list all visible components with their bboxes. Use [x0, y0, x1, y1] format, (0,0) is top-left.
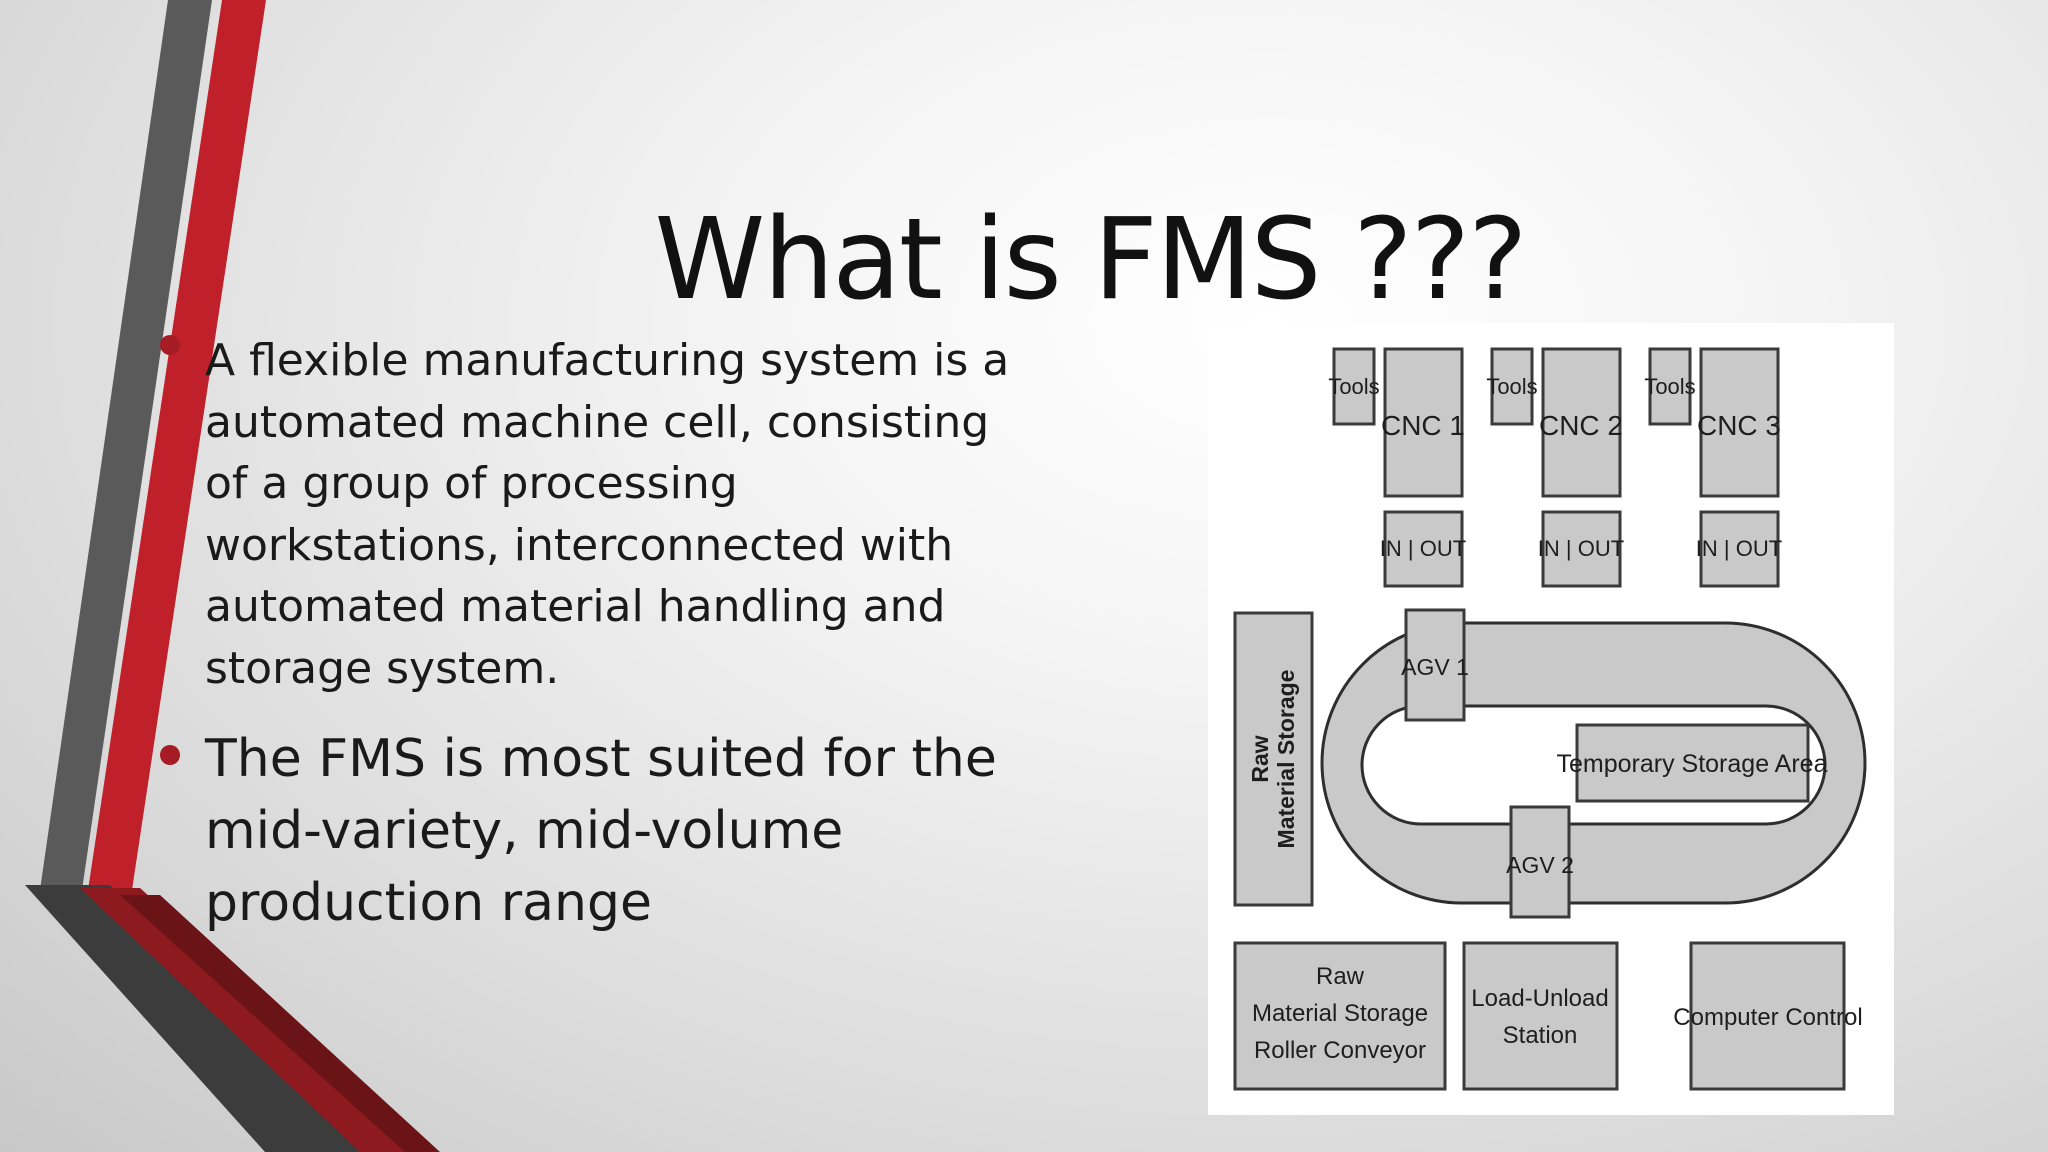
raw-material-storage: Raw Material Storage: [1233, 611, 1314, 907]
bullet-list: A flexible manufacturing system is a aut…: [160, 330, 1040, 939]
bullet-dot-icon: [160, 335, 180, 355]
conveyor-label: Roller Conveyor: [1254, 1037, 1426, 1064]
cnc-label: CNC 3: [1697, 410, 1781, 441]
bullet-text: The FMS is most suited for the mid-varie…: [205, 729, 997, 933]
fms-layout-diagram: Tools Tools Tools CNC 1 CNC 2 CNC 3 IN |…: [1208, 323, 1894, 1115]
load-unload-label: Station: [1503, 1022, 1578, 1049]
cnc-machine: CNC 1: [1381, 347, 1465, 498]
in-out-label: IN | OUT: [1380, 536, 1466, 561]
in-out-buffer: IN | OUT: [1696, 510, 1782, 588]
computer-control: Computer Control: [1673, 941, 1863, 1091]
cnc-label: CNC 2: [1539, 410, 1623, 441]
tools-label: Tools: [1486, 374, 1537, 399]
cnc-machine: CNC 2: [1539, 347, 1623, 498]
conveyor-label: Raw: [1316, 963, 1365, 990]
in-out-label: IN | OUT: [1696, 536, 1782, 561]
bullet-text: A flexible manufacturing system is a aut…: [205, 335, 1010, 694]
in-out-buffer: IN | OUT: [1538, 510, 1624, 588]
tools-label: Tools: [1644, 374, 1695, 399]
raw-storage-label: Material Storage: [1273, 670, 1299, 849]
load-unload-label: Load-Unload: [1471, 985, 1608, 1012]
tools-box: Tools: [1486, 347, 1538, 426]
bullet-item: A flexible manufacturing system is a aut…: [160, 330, 1040, 699]
tools-box: Tools: [1644, 347, 1696, 426]
raw-storage-label: Raw: [1247, 735, 1273, 782]
tools-label: Tools: [1328, 374, 1379, 399]
in-out-label: IN | OUT: [1538, 536, 1624, 561]
bullet-dot-icon: [160, 745, 180, 765]
load-unload-station: Load-Unload Station: [1462, 941, 1619, 1091]
temporary-storage-label: Temporary Storage Area: [1557, 750, 1828, 778]
bullet-item: The FMS is most suited for the mid-varie…: [160, 723, 1040, 939]
temporary-storage-area: Temporary Storage Area: [1557, 723, 1828, 803]
slide-title: What is FMS ???: [654, 195, 1527, 325]
computer-control-label: Computer Control: [1673, 1004, 1862, 1031]
cnc-label: CNC 1: [1381, 410, 1465, 441]
agv-vehicle: AGV 2: [1506, 805, 1574, 919]
agv-label: AGV 2: [1506, 852, 1574, 878]
raw-material-roller-conveyor: Raw Material Storage Roller Conveyor: [1233, 941, 1447, 1091]
in-out-buffer: IN | OUT: [1380, 510, 1466, 588]
agv-vehicle: AGV 1: [1401, 608, 1469, 722]
tools-box: Tools: [1328, 347, 1380, 426]
cnc-machine: CNC 3: [1697, 347, 1781, 498]
agv-label: AGV 1: [1401, 654, 1469, 680]
conveyor-label: Material Storage: [1252, 1000, 1428, 1027]
